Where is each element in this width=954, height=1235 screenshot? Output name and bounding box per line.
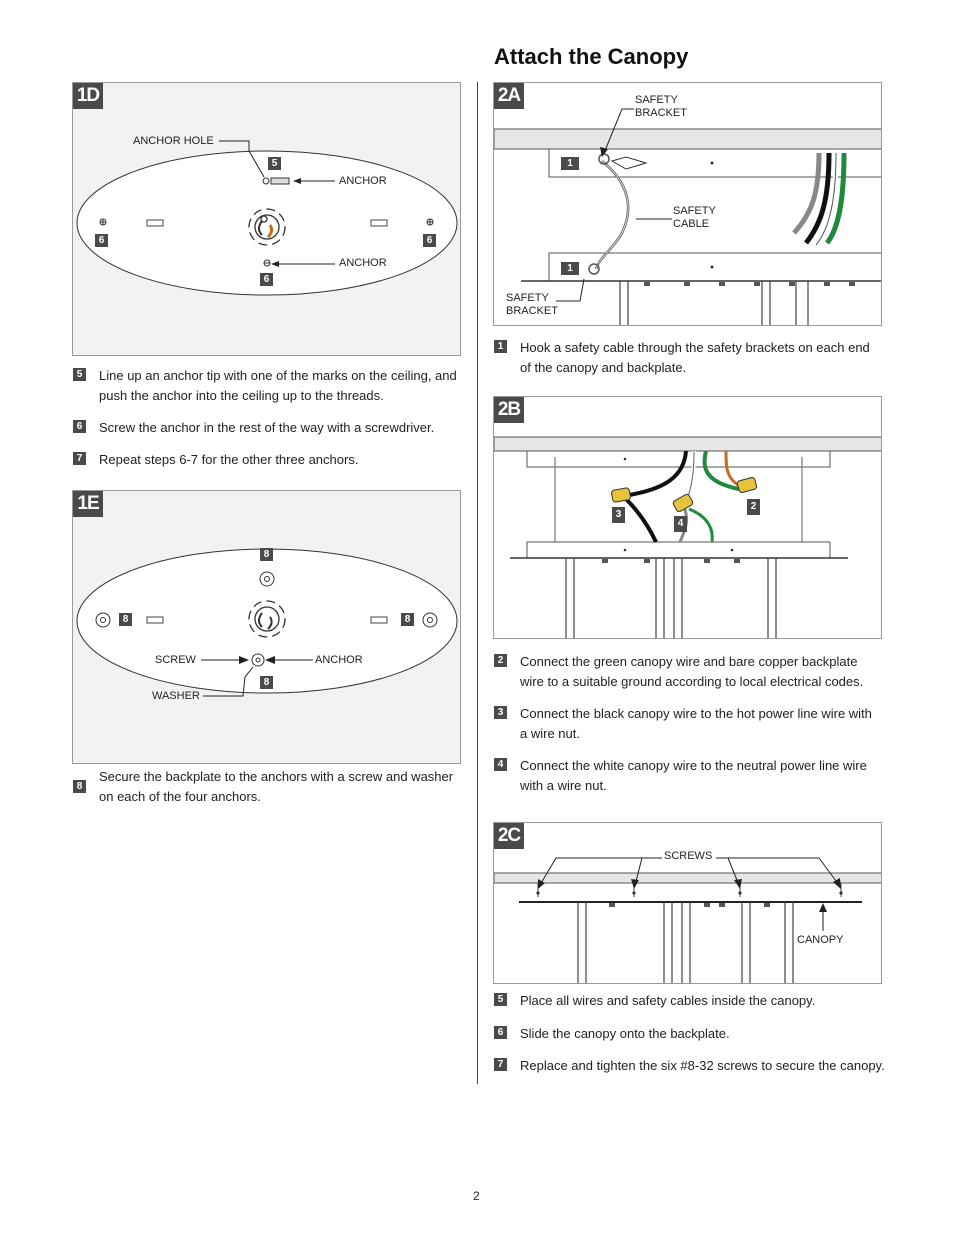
step-text: Secure the backplate to the anchors with… bbox=[99, 769, 454, 804]
step-number: 5 bbox=[73, 368, 86, 381]
figure-tag: 1E bbox=[73, 491, 103, 517]
step-number: 3 bbox=[494, 706, 507, 719]
callout-2: 2 bbox=[747, 499, 760, 515]
callout-4: 4 bbox=[674, 516, 687, 532]
canopy-label: CANOPY bbox=[797, 934, 844, 946]
safety-bracket-bottom-label: SAFETY BRACKET bbox=[506, 292, 558, 317]
figure-tag: 2C bbox=[494, 823, 524, 849]
callout-8-bottom: 8 bbox=[260, 676, 273, 689]
callout-1-top: 1 bbox=[561, 157, 579, 170]
callout-8-right: 8 bbox=[401, 613, 414, 626]
step-text: Line up an anchor tip with one of the ma… bbox=[99, 368, 457, 403]
anchor-label: ANCHOR bbox=[315, 654, 363, 666]
figure-1e: 1E SCREW ANCHOR WASHER 8 8 8 8 bbox=[72, 490, 461, 764]
safety-cable-label: SAFETY CABLE bbox=[673, 205, 716, 230]
canopy-screws-diagram bbox=[494, 857, 881, 983]
page-title: Attach the Canopy bbox=[494, 44, 689, 69]
figure-2b: 2B 3 4 bbox=[493, 396, 882, 639]
screws-label: SCREWS bbox=[664, 850, 713, 862]
figure-tag: 2B bbox=[494, 397, 524, 423]
step-text: Connect the white canopy wire to the neu… bbox=[520, 758, 867, 793]
ceiling-anchor-diagram bbox=[76, 140, 458, 296]
anchor-label-bottom: ANCHOR bbox=[339, 257, 387, 269]
safety-bracket-top-label: SAFETY BRACKET bbox=[635, 94, 687, 119]
step-text: Repeat steps 6-7 for the other three anc… bbox=[99, 452, 359, 467]
callout-3: 3 bbox=[612, 507, 625, 523]
callout-1-bottom: 1 bbox=[561, 262, 579, 275]
step-text: Replace and tighten the six #8-32 screws… bbox=[520, 1058, 885, 1073]
step-number: 6 bbox=[494, 1026, 507, 1039]
step-number: 5 bbox=[494, 993, 507, 1006]
step-text: Screw the anchor in the rest of the way … bbox=[99, 420, 435, 435]
screw-label: SCREW bbox=[155, 654, 196, 666]
anchor-label-top: ANCHOR bbox=[339, 175, 387, 187]
figure-tag: 2A bbox=[494, 83, 524, 109]
backplate-screw-diagram bbox=[76, 548, 458, 697]
callout-6-bottom: 6 bbox=[260, 273, 273, 286]
callout-5: 5 bbox=[268, 157, 281, 170]
anchor-hole-label: ANCHOR HOLE bbox=[133, 135, 214, 147]
step-number: 4 bbox=[494, 758, 507, 771]
column-divider bbox=[477, 82, 478, 1084]
step-number: 6 bbox=[73, 420, 86, 433]
figure-1d: 1D ANCHOR HOLE ANCHOR ANCHOR 5 6 6 6 bbox=[72, 82, 461, 356]
callout-6-right: 6 bbox=[423, 234, 436, 247]
step-text: Connect the black canopy wire to the hot… bbox=[520, 706, 872, 741]
step-number: 8 bbox=[73, 780, 86, 793]
wiring-diagram bbox=[494, 436, 881, 638]
callout-6-left: 6 bbox=[95, 234, 108, 247]
step-text: Place all wires and safety cables inside… bbox=[520, 993, 816, 1008]
safety-cable-diagram bbox=[494, 108, 881, 325]
step-text: Slide the canopy onto the backplate. bbox=[520, 1026, 730, 1041]
step-text: Hook a safety cable through the safety b… bbox=[520, 340, 870, 375]
callout-8-top: 8 bbox=[260, 548, 273, 561]
step-number: 2 bbox=[494, 654, 507, 667]
step-text: Connect the green canopy wire and bare c… bbox=[520, 654, 864, 689]
step-number: 7 bbox=[73, 452, 86, 465]
figure-2c: 2C SC bbox=[493, 822, 882, 984]
callout-8-left: 8 bbox=[119, 613, 132, 626]
figure-2a: 2A bbox=[493, 82, 882, 326]
figure-tag: 1D bbox=[73, 83, 103, 109]
step-number: 7 bbox=[494, 1058, 507, 1071]
page-number: 2 bbox=[473, 1189, 480, 1203]
step-number: 1 bbox=[494, 340, 507, 353]
washer-label: WASHER bbox=[152, 690, 200, 702]
